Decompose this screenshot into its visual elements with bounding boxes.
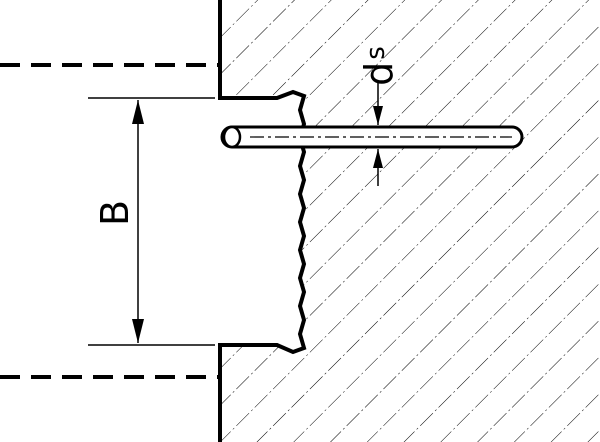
dimension-b: B	[88, 97, 215, 346]
ds-subscript: s	[361, 46, 391, 60]
ds-arrowhead-top	[373, 106, 383, 125]
ds-arrowhead-bottom	[373, 149, 383, 168]
dimension-ds: ds	[357, 46, 401, 186]
dimension-label-b: B	[93, 200, 137, 226]
dowel-end-circle	[222, 125, 242, 149]
dowel-bar	[220, 125, 524, 149]
ds-main: d	[357, 62, 401, 86]
arrowhead-top	[132, 100, 144, 124]
arrowhead-bottom	[132, 319, 144, 343]
concrete-outline	[218, 0, 307, 442]
dimension-label-ds: ds	[357, 46, 401, 86]
